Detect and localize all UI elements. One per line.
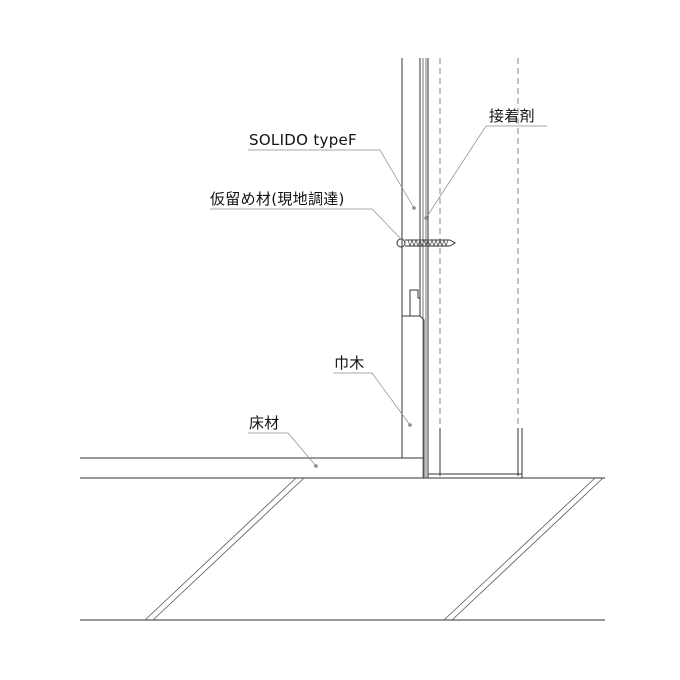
leader-dot-adhesive bbox=[424, 216, 428, 220]
baseboard-shape bbox=[401, 315, 425, 458]
panel-joint-profile bbox=[409, 289, 420, 316]
leader-floor bbox=[248, 432, 317, 467]
label-adhesive: 接着剤 bbox=[489, 107, 535, 125]
slab-hatch-right-1 bbox=[443, 477, 596, 621]
leader-dot-floor bbox=[314, 464, 318, 468]
screw-tip bbox=[449, 239, 456, 247]
slab-hatch-right-2 bbox=[451, 477, 604, 621]
label-floor: 床材 bbox=[249, 414, 280, 432]
temporary-fixing-screw bbox=[396, 238, 456, 248]
slab-hatch-left-1 bbox=[144, 477, 297, 621]
floor-runner-channel bbox=[427, 473, 523, 479]
wall-stud bbox=[427, 58, 523, 479]
leader-solido bbox=[248, 149, 415, 209]
leader-temporary bbox=[210, 208, 403, 241]
leader-baseboard bbox=[333, 372, 411, 426]
floor-finish bbox=[80, 457, 425, 478]
leader-dot-solido bbox=[412, 206, 416, 210]
label-temporary-fixing: 仮留め材(現地調達) bbox=[210, 190, 345, 208]
leader-adhesive bbox=[425, 125, 547, 219]
baseboard-outline bbox=[401, 315, 425, 458]
label-baseboard: 巾木 bbox=[334, 354, 365, 372]
leader-dot-baseboard bbox=[408, 423, 412, 427]
screw-head bbox=[396, 238, 406, 248]
labels: 接着剤 SOLIDO typeF 仮留め材(現地調達) 巾木 床材 bbox=[210, 107, 535, 432]
slab-hatch-left-2 bbox=[152, 477, 305, 621]
floor-slab bbox=[80, 477, 605, 621]
adhesive-layer bbox=[422, 58, 429, 478]
leaders bbox=[210, 125, 547, 468]
label-solido: SOLIDO typeF bbox=[249, 131, 357, 149]
screw-thread bbox=[407, 238, 449, 248]
solido-panel bbox=[401, 58, 421, 317]
